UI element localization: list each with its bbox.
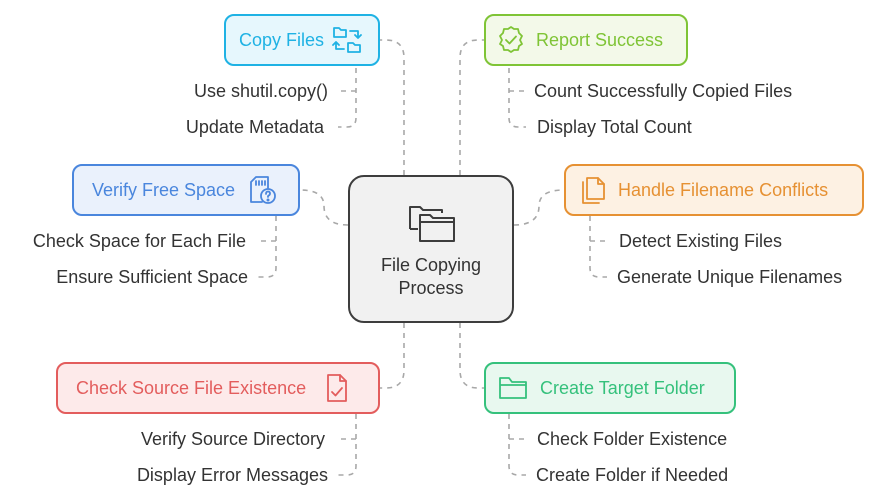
verify-free-space-item-1: Check Space for Each File — [32, 231, 246, 251]
connector-check-source-items — [338, 414, 357, 476]
node-check-source: Check Source File Existence — [56, 362, 380, 414]
copy-files-item-2: Update Metadata — [185, 117, 324, 137]
create-target-item-1: Check Folder Existence — [537, 429, 728, 449]
node-handle-conflicts: Handle Filename Conflicts — [564, 164, 864, 216]
copy-files-item-1: Use shutil.copy() — [193, 81, 328, 101]
connector-create-target-items — [508, 414, 526, 476]
node-title: Report Success — [536, 29, 664, 50]
center-node: File Copying Process — [348, 175, 514, 323]
connector-copy-files — [380, 39, 405, 175]
connector-create-target — [459, 323, 484, 389]
handle-conflicts-item-2: Generate Unique Filenames — [617, 267, 843, 287]
node-verify-free-space: Verify Free Space — [72, 164, 300, 216]
check-source-item-2: Display Error Messages — [136, 465, 328, 485]
report-success-item-1: Count Successfully Copied Files — [534, 81, 793, 101]
folder-icon — [499, 377, 527, 399]
connector-handle-conflicts — [513, 189, 565, 226]
sd-card-question-icon — [250, 176, 276, 204]
node-title: Create Target Folder — [540, 377, 705, 398]
connector-check-source — [380, 323, 405, 389]
folders-swap-icon — [332, 27, 362, 53]
file-check-icon — [327, 374, 348, 402]
node-copy-files: Copy Files — [224, 14, 380, 66]
folders-icon — [409, 206, 455, 242]
verify-free-space-item-2: Ensure Sufficient Space — [56, 267, 248, 287]
connector-report-success-items — [508, 68, 526, 128]
node-title: Verify Free Space — [92, 179, 236, 200]
award-badge-icon — [499, 26, 523, 53]
check-source-item-1: Verify Source Directory — [140, 429, 325, 449]
connector-report-success — [459, 39, 484, 175]
node-create-target: Create Target Folder — [484, 362, 736, 414]
create-target-item-2: Create Folder if Needed — [536, 465, 729, 485]
copy-documents-icon — [582, 177, 605, 204]
node-title: Check Source File Existence — [76, 377, 307, 398]
node-title: Copy Files — [239, 29, 325, 50]
connector-verify-free-space — [299, 189, 349, 226]
connector-handle-conflicts-items — [589, 216, 607, 278]
connector-copy-files-items — [338, 68, 357, 128]
node-title: Handle Filename Conflicts — [618, 179, 829, 200]
handle-conflicts-item-1: Detect Existing Files — [619, 231, 783, 251]
node-report-success: Report Success — [484, 14, 688, 66]
center-title: File Copying Process — [380, 255, 482, 298]
connector-verify-free-space-items — [258, 216, 277, 278]
report-success-item-2: Display Total Count — [537, 117, 692, 137]
